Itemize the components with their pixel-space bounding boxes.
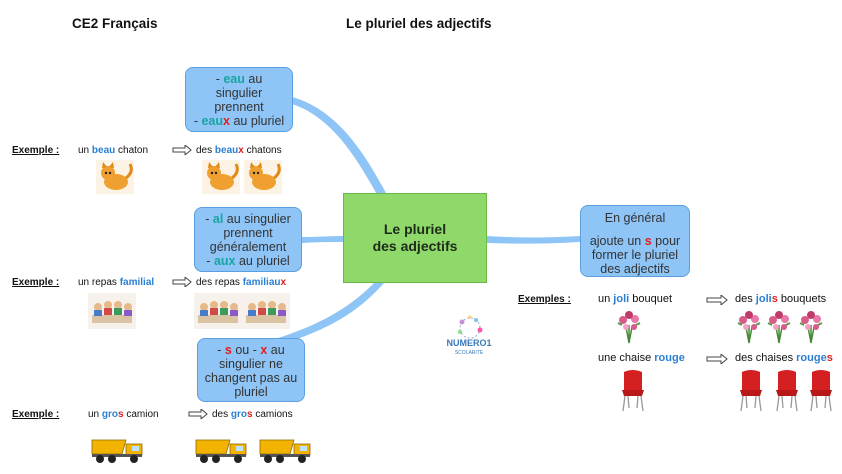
example-5-plural: des chaises rouges (735, 352, 833, 364)
example-3-singular: un gros camion (88, 409, 159, 420)
kitten-image (244, 160, 282, 194)
arrow-icon (188, 409, 208, 419)
example-label-1: Exemple : (12, 145, 60, 156)
bouquet-image (767, 311, 791, 344)
red-chair-image (622, 370, 644, 412)
example-label-3: Exemple : (12, 409, 60, 420)
example-1-plural: des beaux chatons (196, 145, 282, 156)
family-meal-image (194, 293, 242, 329)
example-1-singular: un beau chaton (78, 145, 149, 156)
level-label: CE2 Français (72, 16, 158, 31)
rule-al-box: - al au singulier prennent généralement … (194, 207, 302, 272)
red-chair-image (740, 370, 762, 412)
bouquet-image (737, 311, 761, 344)
arrow-icon (706, 295, 728, 305)
examples-label: Exemples : (518, 294, 571, 305)
arrow-icon (706, 354, 728, 364)
arrow-icon (172, 277, 192, 287)
example-label-2: Exemple : (12, 277, 60, 288)
dump-truck-image (91, 439, 143, 463)
example-4-singular: un joli bouquet (598, 293, 673, 305)
arrow-icon (172, 145, 192, 155)
page-title: Le pluriel des adjectifs (346, 16, 492, 31)
dump-truck-image (195, 439, 247, 463)
example-3-plural: des gros camions (212, 409, 293, 420)
family-meal-image (88, 293, 136, 329)
kitten-image (202, 160, 240, 194)
family-meal-image (242, 293, 290, 329)
bouquet-image (799, 311, 823, 344)
red-chair-image (776, 370, 798, 412)
svg-text:SCOLARITE: SCOLARITE (455, 350, 484, 356)
example-2-singular: un repas familial (78, 277, 155, 288)
rule-general-box: En général ajoute un s pour former le pl… (580, 205, 690, 277)
center-topic: Le pluriel des adjectifs (343, 193, 487, 283)
red-chair-image (810, 370, 832, 412)
example-2-plural: des repas familiaux (196, 277, 287, 288)
svg-text:NUMERO1: NUMERO1 (446, 338, 491, 348)
kitten-image (96, 160, 134, 194)
example-5-singular: une chaise rouge (598, 352, 685, 364)
numero1-logo-icon: NUMERO1 SCOLARITE (446, 315, 492, 356)
rule-sx-box: - s ou - x au singulier ne changent pas … (197, 338, 305, 402)
rule-eau-box: - eau au singulier prennent - eaux au pl… (185, 67, 293, 132)
dump-truck-image (259, 439, 311, 463)
example-4-plural: des jolis bouquets (735, 293, 827, 305)
bouquet-image (617, 311, 641, 344)
